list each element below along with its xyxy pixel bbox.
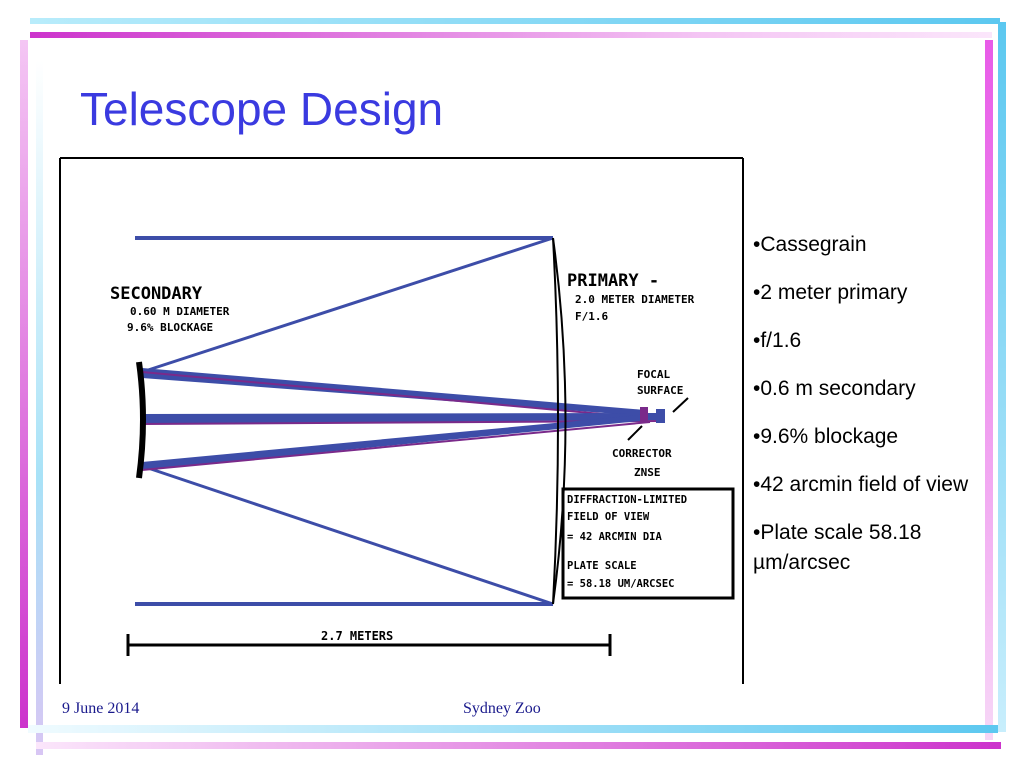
secondary-diameter: 0.60 M DIAMETER	[130, 305, 230, 318]
scale-bar-label: 2.7 METERS	[321, 629, 393, 643]
bullet-list: •Cassegrain •2 meter primary •f/1.6 •0.6…	[753, 230, 973, 596]
spec-line-2: FIELD OF VIEW	[567, 511, 650, 523]
spec-line-4: PLATE SCALE	[567, 560, 637, 572]
ray-bundle-bottom-edge	[141, 421, 651, 471]
ray-primary-to-secondary-top	[141, 236, 554, 374]
bullet-item: •9.6% blockage	[753, 425, 899, 448]
decorative-bar-left-pink	[20, 40, 28, 728]
spec-line-3: = 42 ARCMIN DIA	[567, 531, 663, 543]
bullet-item: •0.6 m secondary	[753, 377, 916, 400]
secondary-title: SECONDARY	[110, 284, 203, 304]
ray-bundle-center	[142, 413, 660, 424]
decorative-bar-left-cyan	[36, 60, 43, 755]
decorative-bar-bottom-pink	[36, 742, 1001, 749]
ray-bundle-bottom	[142, 414, 650, 470]
spec-box	[561, 487, 735, 600]
bullet-item: •Cassegrain	[753, 233, 867, 256]
ray-bundle-top-edge	[141, 371, 646, 419]
decorative-bar-top-cyan	[30, 18, 1000, 24]
spec-line-1: DIFFRACTION-LIMITED	[567, 494, 687, 506]
focal-label-line1: FOCAL	[637, 368, 670, 381]
focal-label-line2: SURFACE	[637, 384, 683, 397]
corrector-label-line2: ZNSE	[634, 466, 661, 479]
primary-mirror-back	[552, 237, 567, 605]
secondary-mirror	[136, 361, 146, 479]
bullet-item: •42 arcmin field of view	[753, 473, 969, 496]
decorative-bar-bottom-cyan	[28, 725, 998, 733]
bullet-item: •2 meter primary	[753, 281, 908, 304]
primary-focal-ratio: F/1.6	[575, 310, 608, 323]
secondary-blockage: 9.6% BLOCKAGE	[127, 321, 213, 334]
ray-primary-to-secondary-bottom	[141, 464, 554, 606]
decorative-bar-right-cyan	[998, 22, 1006, 732]
focal-surface-plate	[656, 409, 665, 423]
primary-mirror-front	[552, 237, 559, 605]
primary-title: PRIMARY -	[567, 271, 659, 291]
corrector-label-line1: CORRECTOR	[612, 447, 672, 460]
page-title: Telescope Design	[80, 83, 444, 135]
primary-diameter: 2.0 METER DIAMETER	[575, 293, 695, 306]
focal-surface-leader	[672, 397, 689, 413]
ray-bundle-top	[142, 368, 645, 416]
decorative-bar-right-pink	[985, 40, 993, 740]
footer-center-text: Sydney Zoo	[463, 700, 541, 717]
footer-date: 9 June 2014	[62, 700, 140, 717]
corrector-lens	[640, 407, 648, 423]
corrector-leader	[627, 425, 643, 441]
spec-line-5: = 58.18 UM/ARCSEC	[567, 578, 674, 590]
bullet-item: •Plate scale 58.18 µm/arcsec	[753, 521, 922, 574]
decorative-bar-top-pink	[30, 32, 992, 38]
bullet-item: •f/1.6	[753, 329, 802, 352]
